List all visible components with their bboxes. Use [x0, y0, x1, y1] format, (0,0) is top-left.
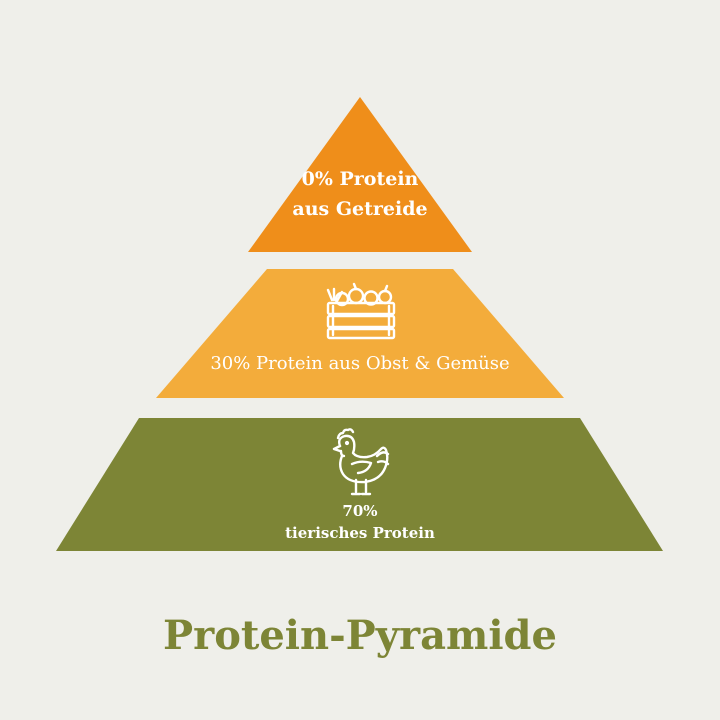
- page-title: Protein-Pyramide: [163, 612, 557, 659]
- chicken-icon: [332, 428, 390, 496]
- pyramid-tier-middle: [156, 269, 564, 398]
- tier-bottom-label: 70% tierisches Protein: [200, 500, 520, 544]
- tier-bottom-label-line1: 70%: [342, 502, 378, 520]
- tier-top-label: 0% Protein aus Getreide: [250, 164, 470, 224]
- tier-middle-label: 30% Protein aus Obst & Gemüse: [210, 353, 510, 374]
- tier-top-label-line1: 0% Protein: [301, 168, 419, 190]
- tier-bottom-label-line2: tierisches Protein: [285, 524, 435, 542]
- vegetable-crate-icon: [326, 282, 396, 340]
- pyramid-tier-top: [248, 97, 472, 252]
- pyramid-tier-bottom: [56, 418, 663, 551]
- tier-top-label-line2: aus Getreide: [292, 198, 428, 220]
